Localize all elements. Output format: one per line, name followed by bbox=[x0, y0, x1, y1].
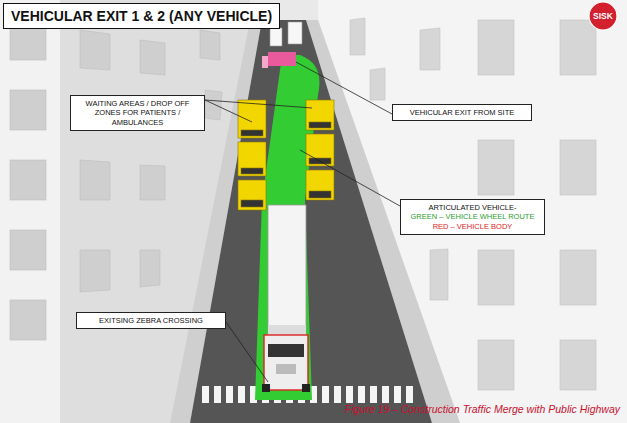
callout-box: WAITING AREAS / DROP OFF ZONES FOR PATIE… bbox=[70, 95, 205, 131]
callout-box: VEHICULAR EXIT FROM SITE bbox=[392, 104, 532, 121]
logo-text: SISK bbox=[589, 11, 617, 21]
callout-text: RED – VEHICLE BODY bbox=[406, 222, 539, 231]
callout-text: ARTICULATED VEHICLE- bbox=[406, 203, 539, 212]
callout-box: ARTICULATED VEHICLE-GREEN – VEHICLE WHEE… bbox=[400, 199, 545, 235]
callout-box: EXITSING ZEBRA CROSSING bbox=[76, 312, 226, 329]
figure-caption: Figure 19 – Construction Traffic Merge w… bbox=[345, 403, 620, 415]
diagram-title: VEHICULAR EXIT 1 & 2 (ANY VEHICLE) bbox=[3, 3, 280, 29]
callout-text: GREEN – VEHICLE WHEEL ROUTE bbox=[406, 212, 539, 221]
callout-text: VEHICULAR EXIT FROM SITE bbox=[398, 108, 526, 117]
callout-text: WAITING AREAS / DROP OFF ZONES FOR PATIE… bbox=[76, 99, 199, 127]
callout-text: EXITSING ZEBRA CROSSING bbox=[82, 316, 220, 325]
